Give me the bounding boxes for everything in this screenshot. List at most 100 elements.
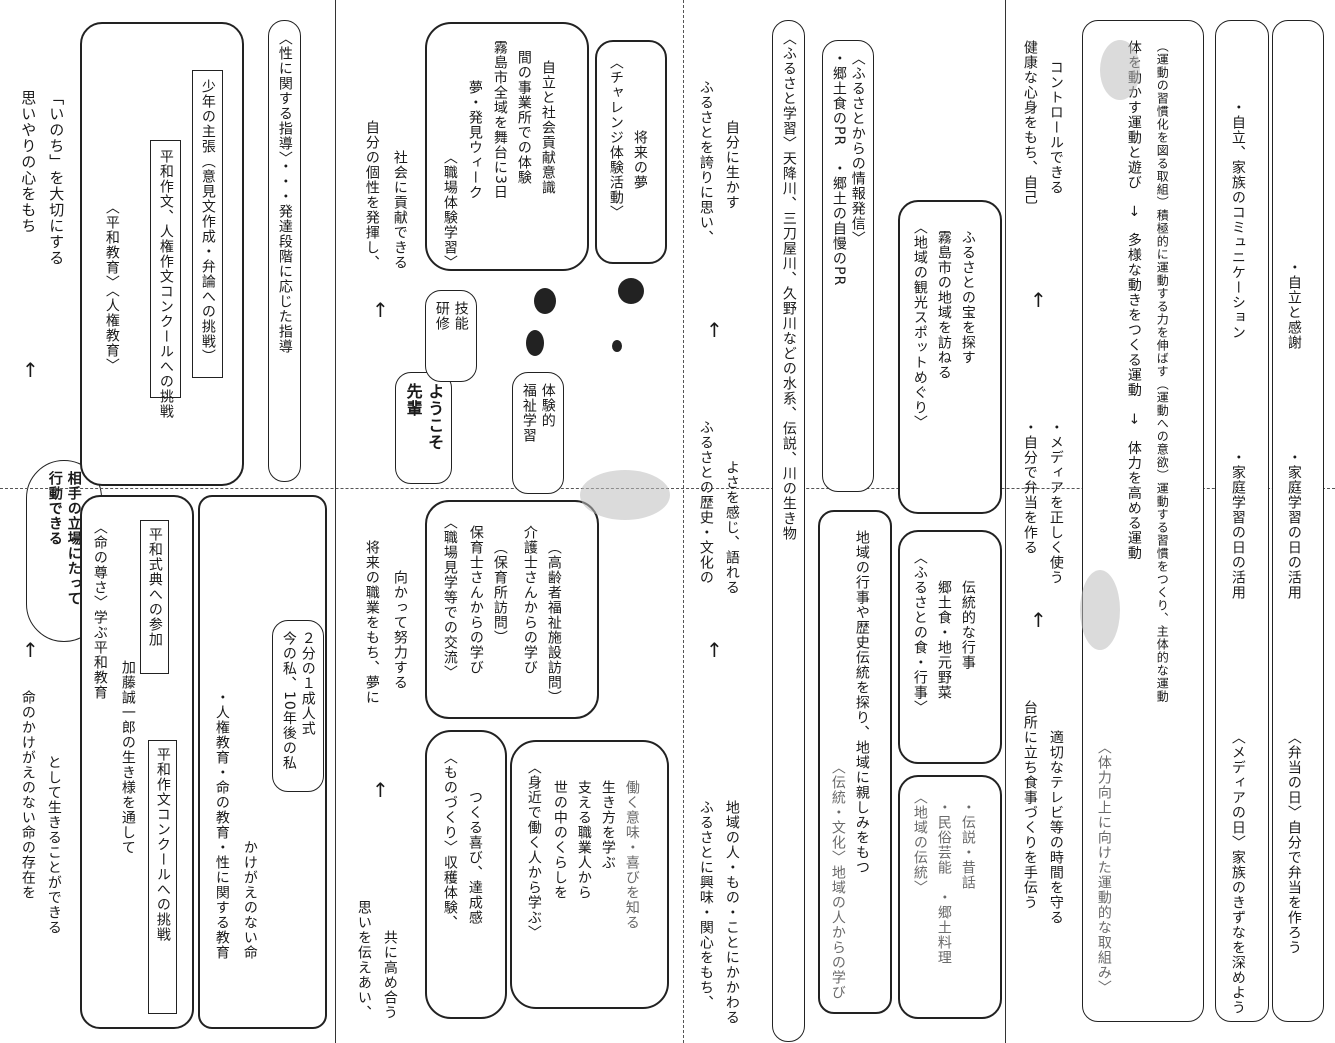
- work-3: 支える職業人から: [574, 780, 593, 900]
- info-transmit: 〈ふるさとからの情報発信〉 ・郷土食のPR ・郷土の自慢のPR: [822, 40, 874, 492]
- hometown-1: ふるさとに興味・関心をもち、: [696, 800, 715, 1010]
- goal-stance-line2: 行動できる: [47, 471, 63, 546]
- health-title: ・人権教育・命の教育・性に関する教育: [212, 690, 231, 960]
- career-title: 〈職場見学等での交流〉: [440, 515, 459, 680]
- adult-line1: ２分の１成人式: [300, 631, 316, 736]
- craft-1: 〈ものづくり〉収穫体験、: [440, 750, 459, 930]
- youth-claim-item: 少年の主張（意見文作成・弁論への挑戦）: [192, 70, 223, 378]
- side-text-1: 思いを伝えあい、: [354, 900, 373, 1020]
- food-1: 〈ふるさとの食・行事〉: [910, 550, 929, 715]
- challenge-2: 将来の夢: [630, 130, 649, 190]
- smudge-icon: [1100, 40, 1140, 100]
- sport-1: 〈体力向上に向けた運動的な取組み〉: [1094, 740, 1113, 995]
- arrow-up-icon: ↑: [372, 780, 389, 800]
- career-1: 保育士さんからの学び: [466, 525, 485, 675]
- arrow-up-icon: ↑: [1030, 610, 1047, 630]
- goal-compassion-1: 思いやりの心をもち: [18, 90, 38, 234]
- life-box-sub: 加藤誠一郎の生き様を通して: [118, 660, 137, 855]
- control-1: 健康な心身をもち、自己: [1020, 40, 1039, 205]
- blot-icon: [534, 288, 556, 314]
- column-divider: [1005, 0, 1006, 1043]
- week-3: 間の事業所での体験: [514, 50, 533, 185]
- pride-1: ふるさとを誇りに思い、: [696, 80, 715, 245]
- vision-text-1: 命のかけがえのない命の存在を: [18, 690, 37, 900]
- culture-2: 地域の行事や歴史伝統を探り、地域に親しみをもつ: [852, 530, 871, 875]
- role-2: 社会に貢献できる: [390, 150, 409, 270]
- blot-icon: [618, 278, 644, 304]
- practical-line2: 福祉学習: [521, 383, 537, 443]
- work-title: 〈身近で働く人から学ぶ〉: [524, 760, 543, 940]
- transmit-line1: 〈ふるさとからの情報発信〉: [850, 51, 866, 246]
- pride-2: 自分に生かす: [722, 120, 741, 210]
- life-box-title: 〈命の尊さ〉学ぶ平和教育: [90, 520, 109, 700]
- food-3: 伝統的な行事: [958, 580, 977, 670]
- spot-1: 〈地域の観光スポットめぐり〉: [910, 220, 929, 430]
- dream-2: 向かって努力する: [390, 570, 409, 690]
- welcome-senior: ようこそ 先輩: [395, 372, 452, 484]
- spot-3: ふるさとの宝を探す: [958, 230, 977, 365]
- column-divider: [335, 0, 336, 1043]
- contest-item: 平和作文コンクールへの挑戦: [148, 740, 177, 1014]
- peace-header: 〈平和教育〉〈人権教育〉: [102, 200, 121, 373]
- career-3: 介護士さんからの学び: [520, 525, 539, 675]
- training-line2: 研修: [434, 301, 450, 331]
- hometown-2: 地域の人・もの・ことにかかわる: [722, 800, 741, 1025]
- media-4: 〈弁当の日〉自分で弁当を作ろう: [1284, 730, 1303, 955]
- vision-text-2: として生きることができる: [44, 755, 63, 935]
- week-4: 自立と社会貢献意識: [538, 60, 557, 195]
- history-2: よさを感じ、語れる: [722, 460, 741, 595]
- media-3: ・自立、家族のコミュニケーション: [1228, 100, 1247, 340]
- local-1: 〈地域の伝統〉: [910, 790, 929, 895]
- transmit-line2: ・郷土食のPR ・郷土の自慢のPR: [831, 51, 847, 286]
- practical-welfare: 体験的 福祉学習: [512, 372, 564, 494]
- food-2: 郷土食・地元野菜: [934, 580, 953, 700]
- media-1: 〈メディアの日〉家族のきずなを深めよう: [1228, 730, 1247, 1015]
- work-4: 生き方を学ぶ: [598, 780, 617, 870]
- smudge-icon: [1080, 570, 1120, 650]
- smudge-icon: [580, 470, 670, 520]
- meal-2: 適切なテレビ等の時間を守る: [1046, 730, 1065, 925]
- sex-education-item: 〈性に関する指導〉・・・発達段階に応じた指導: [268, 20, 301, 482]
- work-2: 世の中のくらしを: [550, 780, 569, 900]
- adult-line2: 今の私、10年後の私: [281, 631, 297, 771]
- local-2: ・民俗芸能 ・郷土料理: [934, 800, 953, 965]
- welcome-line2: 先輩: [404, 383, 423, 417]
- career-2: （保育所訪問）: [490, 540, 509, 645]
- training-line1: 技能: [453, 301, 469, 331]
- blot-icon: [526, 330, 544, 356]
- career-4: （高齢者福祉施設訪問）: [544, 540, 563, 705]
- meal-1: 台所に立ち食事づくりを手伝う: [1020, 700, 1039, 910]
- arrow-up-icon: ↑: [22, 360, 39, 380]
- culture-1: 〈伝統・文化〉地域の人からの学び: [828, 760, 847, 1000]
- arrow-up-icon: ↑: [706, 640, 723, 660]
- history-1: ふるさとの歴史・文化の: [696, 420, 715, 585]
- craft-2: つくる喜び、達成感: [465, 790, 484, 925]
- work-5: 働く意味・喜びを知る: [622, 780, 641, 930]
- sport-3: （運動の習慣化を図る取組）積極的に運動する力を伸ばす（運動への意欲）運動する習慣…: [1154, 40, 1170, 703]
- challenge-1: 〈チャレンジ体験活動〉: [606, 55, 625, 220]
- media-6: ・自立と感謝: [1284, 260, 1303, 350]
- local-3: ・伝説・昔話: [958, 800, 977, 890]
- skill-training: 技能 研修: [425, 290, 477, 382]
- arrow-up-icon: ↑: [372, 300, 389, 320]
- ceremony-item: 平和式典への参加: [140, 520, 169, 674]
- arrow-up-icon: ↑: [706, 320, 723, 340]
- goal-compassion-2: 「いのち」を大切にする: [46, 90, 66, 266]
- control-2: コントロールできる: [1046, 60, 1065, 195]
- health-sub: かけがえのない命: [240, 840, 259, 960]
- week-2: 霧島市全域を舞台に3日: [490, 40, 509, 200]
- welcome-line1: ようこそ: [425, 383, 444, 451]
- self-2: ・メディアを正しく使う: [1046, 420, 1065, 585]
- week-title: 〈職場体験学習〉: [440, 150, 459, 270]
- side-text-2: 共に高め合う: [380, 930, 399, 1020]
- sport-2: 体を動かす運動と遊び → 多様な動きをつくる運動 → 体力を高める運動: [1124, 40, 1143, 560]
- self-1: ・自分で弁当を作る: [1020, 420, 1039, 555]
- arrow-up-icon: ↑: [22, 640, 39, 660]
- media-5: ・家庭学習の日の活用: [1284, 450, 1303, 600]
- arrow-up-icon: ↑: [1030, 290, 1047, 310]
- river-study: 〈ふるさと学習〉天降川、三刀屋川、久野川などの水系、伝説、川の生き物: [772, 20, 805, 1042]
- blot-icon: [612, 340, 622, 352]
- week-1: 夢・発見ウィーク: [465, 80, 484, 200]
- peace-essay-item: 平和作文、人権作文コンクールへの挑戦: [150, 140, 181, 398]
- practical-line1: 体験的: [540, 383, 556, 428]
